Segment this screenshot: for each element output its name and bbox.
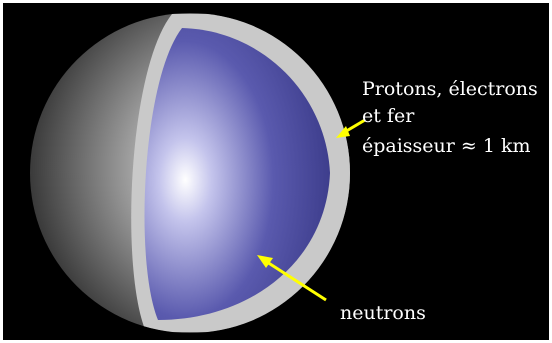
neutron-core <box>144 28 330 320</box>
crust-label-line2: et fer <box>362 105 415 127</box>
crust-arrow <box>336 118 366 138</box>
crust-label-line1: Protons, électrons <box>362 78 538 100</box>
crust-label-line3: épaisseur ≈ 1 km <box>362 135 531 157</box>
core-arrow <box>257 255 327 302</box>
core-label: neutrons <box>340 302 426 324</box>
